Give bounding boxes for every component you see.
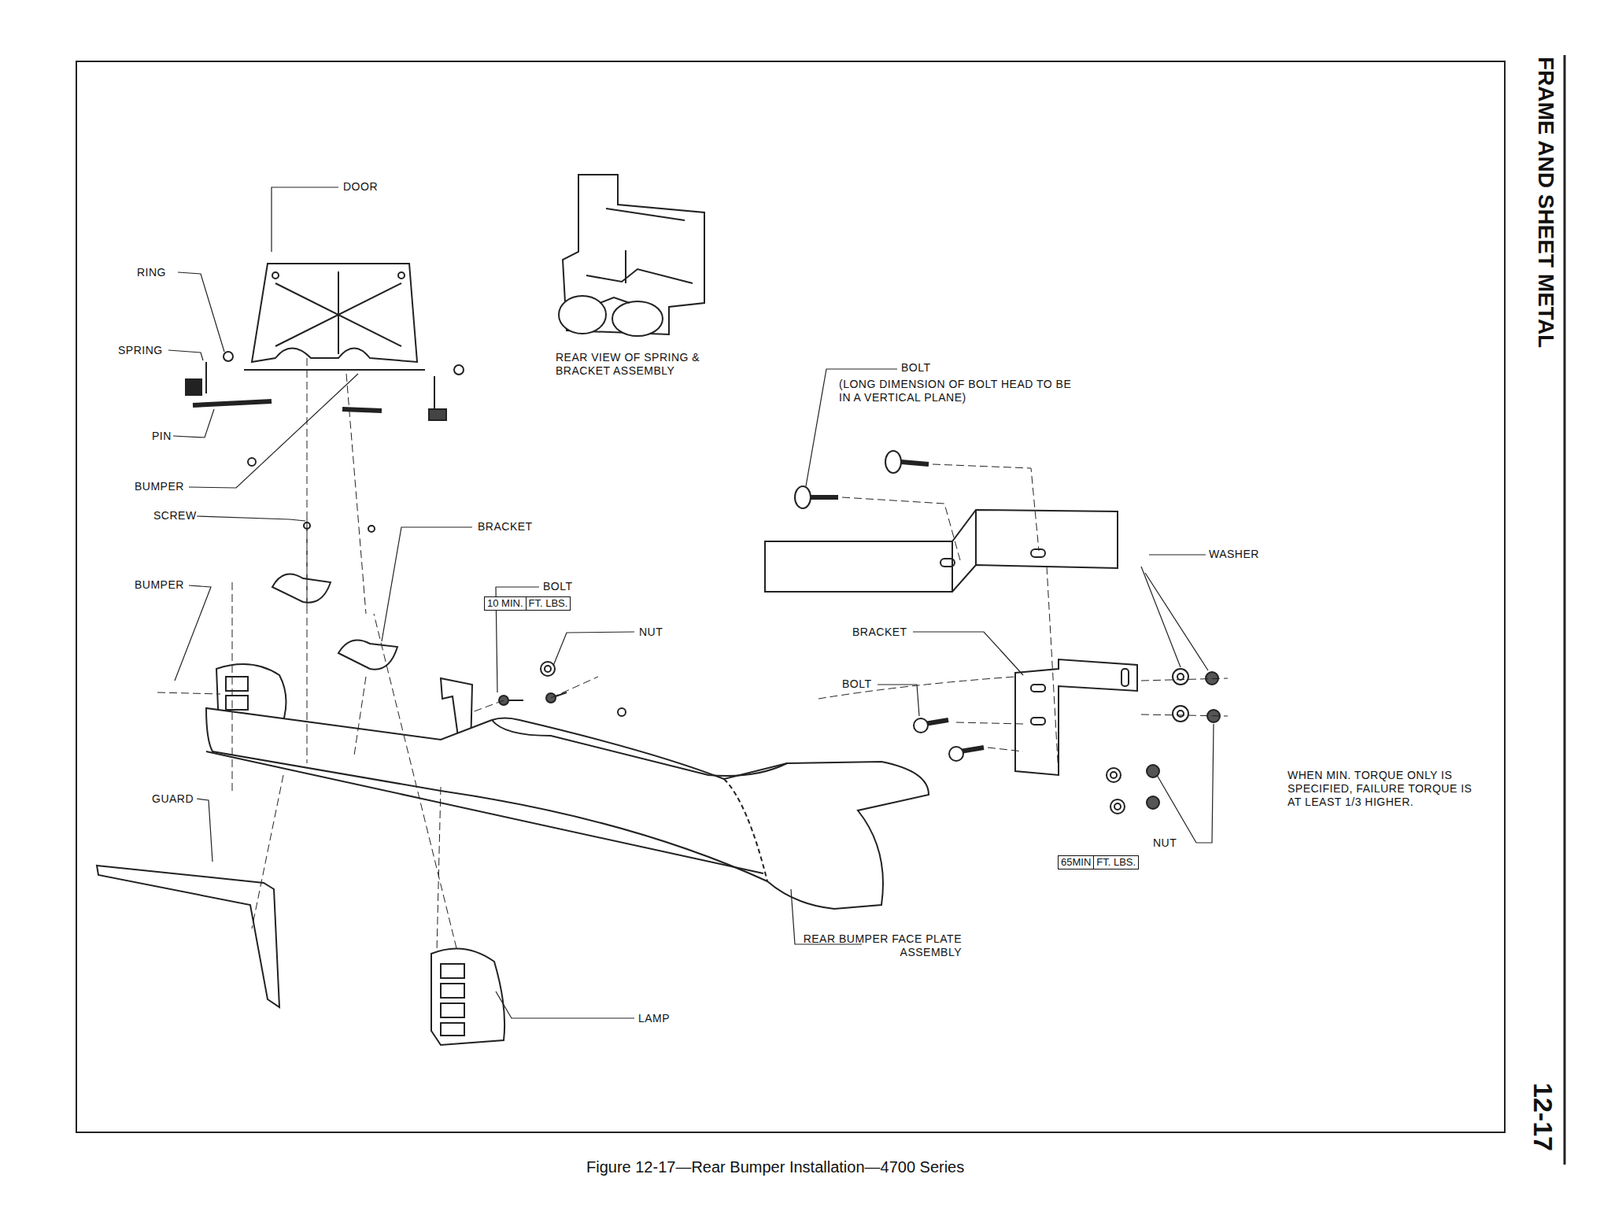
figure-caption: Figure 12-17—Rear Bumper Installation—47… (586, 1158, 965, 1177)
part-label: BOLT (543, 580, 573, 594)
part-label: WASHER (1208, 547, 1260, 562)
torque-text: FT. LBS. (525, 597, 571, 610)
part-label: SCREW (153, 509, 197, 523)
part-label: REAR BUMPER FACE PLATE ASSEMBLY (796, 932, 962, 960)
part-label: PIN (151, 429, 172, 444)
part-label: LAMP (638, 1012, 670, 1026)
part-label: BRACKET (477, 520, 533, 534)
torque-text: 10 MIN. (484, 597, 526, 610)
part-label: BOLT (842, 677, 873, 691)
part-label: NUT (639, 625, 663, 640)
torque-box: 10 MIN.FT. LBS. (484, 596, 571, 611)
part-label: NUT (1152, 836, 1177, 850)
part-label: BRACKET (852, 625, 908, 640)
part-label: (LONG DIMENSION OF BOLT HEAD TO BE IN A … (838, 377, 1083, 405)
part-label: BUMPER (134, 480, 185, 494)
part-label: BOLT (901, 361, 932, 375)
part-label: RING (136, 266, 167, 280)
part-label: DOOR (343, 180, 378, 194)
part-label: BUMPER (134, 578, 185, 592)
part-label: WHEN MIN. TORQUE ONLY IS SPECIFIED, FAIL… (1287, 768, 1477, 810)
section-header: FRAME AND SHEET METAL (1533, 56, 1559, 348)
part-label: GUARD (151, 792, 194, 806)
part-label: REAR VIEW OF SPRING & BRACKET ASSEMBLY (555, 351, 745, 378)
torque-text: FT. LBS. (1093, 856, 1139, 869)
page-number: 12-17 (1527, 1082, 1559, 1152)
torque-text: 65MIN (1058, 856, 1094, 869)
part-label: SPRING (118, 343, 163, 358)
torque-box: 65MINFT. LBS. (1057, 855, 1139, 870)
